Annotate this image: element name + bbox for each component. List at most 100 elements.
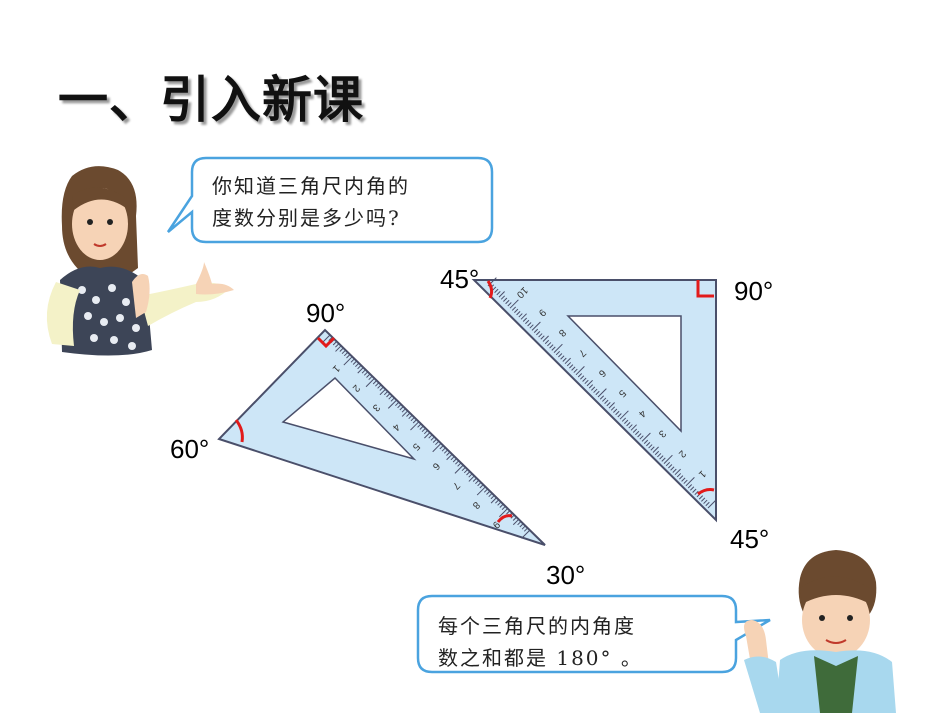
ruler-tick [412, 419, 418, 424]
ruler-tick [379, 388, 386, 396]
ruler-tick [441, 447, 446, 452]
ruler-tick [703, 499, 708, 504]
ruler-tick [490, 494, 495, 500]
ruler-tick [536, 330, 541, 336]
ruler-tick [665, 461, 671, 467]
ruler-number: 1 [330, 363, 342, 375]
ruler-tick [698, 495, 704, 500]
ruler-tick [701, 497, 706, 502]
ruler-tick [517, 520, 522, 526]
ruler-tick [490, 497, 498, 504]
angle-arc-45-top [486, 280, 494, 299]
ruler-tick [361, 369, 366, 374]
ruler-tick [681, 477, 686, 482]
angle-arc-60 [234, 419, 244, 443]
ruler-tick [602, 397, 607, 402]
ruler-tick [521, 525, 526, 530]
boy-bubble-line-1: 每个三角尺的内角度 [438, 614, 636, 638]
boy-illustration [744, 550, 896, 713]
ruler-tick [468, 475, 475, 482]
right-angle-marker [696, 280, 714, 298]
ruler-tick [588, 384, 594, 389]
ruler-tick [685, 477, 695, 487]
ruler-tick [476, 486, 486, 496]
ruler-tick [421, 427, 426, 433]
ruler-number: 2 [350, 382, 362, 394]
ruler-tick [372, 380, 378, 385]
ruler-tick [519, 523, 524, 528]
ruler-tick [357, 367, 364, 374]
ruler-tick [610, 406, 616, 411]
ruler-tick [518, 313, 523, 318]
ruler-tick [604, 399, 609, 405]
ruler-tick [483, 488, 489, 493]
ruler-tick [516, 311, 521, 316]
ruler-tick [525, 319, 530, 325]
ruler-tick [683, 479, 688, 484]
ruler-tick [606, 402, 611, 407]
boy-bubble-line-2: 数之和都是 180° 。 [438, 646, 643, 670]
ruler-tick [496, 291, 501, 296]
ruler-tick [657, 453, 662, 458]
ruler-tick [661, 457, 666, 462]
ruler-number: 8 [470, 499, 482, 511]
ruler-tick [472, 477, 478, 482]
ruler-tick [692, 488, 697, 493]
ruler-tick [584, 379, 589, 385]
ruler-tick [343, 356, 353, 366]
ruler-tick [599, 395, 605, 400]
ruler-tick [386, 393, 391, 398]
ruler-tick [468, 473, 473, 478]
ruler-tick [582, 377, 587, 382]
ruler-tick [571, 366, 576, 371]
ruler-tick [652, 446, 659, 453]
ruler-tick [357, 364, 362, 370]
girl-speech-bubble [166, 156, 494, 244]
ruler-tick [505, 299, 510, 305]
ruler-tick [564, 357, 571, 365]
ruler-tick [679, 475, 684, 480]
ruler-tick [533, 328, 539, 333]
ruler-tick [663, 454, 673, 464]
ruler-tick [401, 408, 406, 413]
girl-illustration [46, 166, 234, 356]
ruler-tick [335, 345, 342, 352]
ruler-tick [549, 344, 554, 349]
ruler-tick [630, 424, 637, 431]
ruler-tick [346, 354, 351, 359]
ruler-tick [521, 529, 531, 539]
ruler-tick [544, 339, 550, 345]
ruler-tick [424, 432, 431, 439]
ruler-tick [339, 347, 344, 352]
triangle-30-60-cutout [281, 376, 417, 461]
ruler-tick [455, 460, 460, 465]
ruler-tick [475, 479, 480, 485]
ruler-tick [580, 375, 585, 380]
ruler-tick [463, 468, 469, 474]
ruler-tick [527, 322, 532, 327]
ruler-tick [410, 421, 420, 431]
ruler-tick [488, 492, 493, 498]
ruler-tick [650, 446, 655, 451]
ruler-tick [566, 362, 572, 367]
ruler-tick [390, 397, 395, 402]
ruler-tick [500, 295, 506, 300]
ruler-tick [531, 321, 541, 331]
ruler-tick [641, 432, 651, 442]
ruler-tick [503, 297, 508, 302]
ruler-tick [512, 518, 520, 526]
ruler-tick [621, 417, 627, 422]
ruler-tick [498, 291, 505, 298]
ruler-tick [617, 413, 622, 418]
ruler-tick [510, 514, 515, 519]
ruler-tick [538, 333, 543, 338]
ruler-tick [432, 442, 442, 453]
ruler-tick [366, 373, 371, 378]
ruler-tick [523, 527, 529, 532]
ruler-tick [328, 336, 333, 342]
ruler-tick [494, 288, 499, 294]
ruler-tick [365, 377, 375, 388]
ruler-tick [648, 444, 653, 449]
